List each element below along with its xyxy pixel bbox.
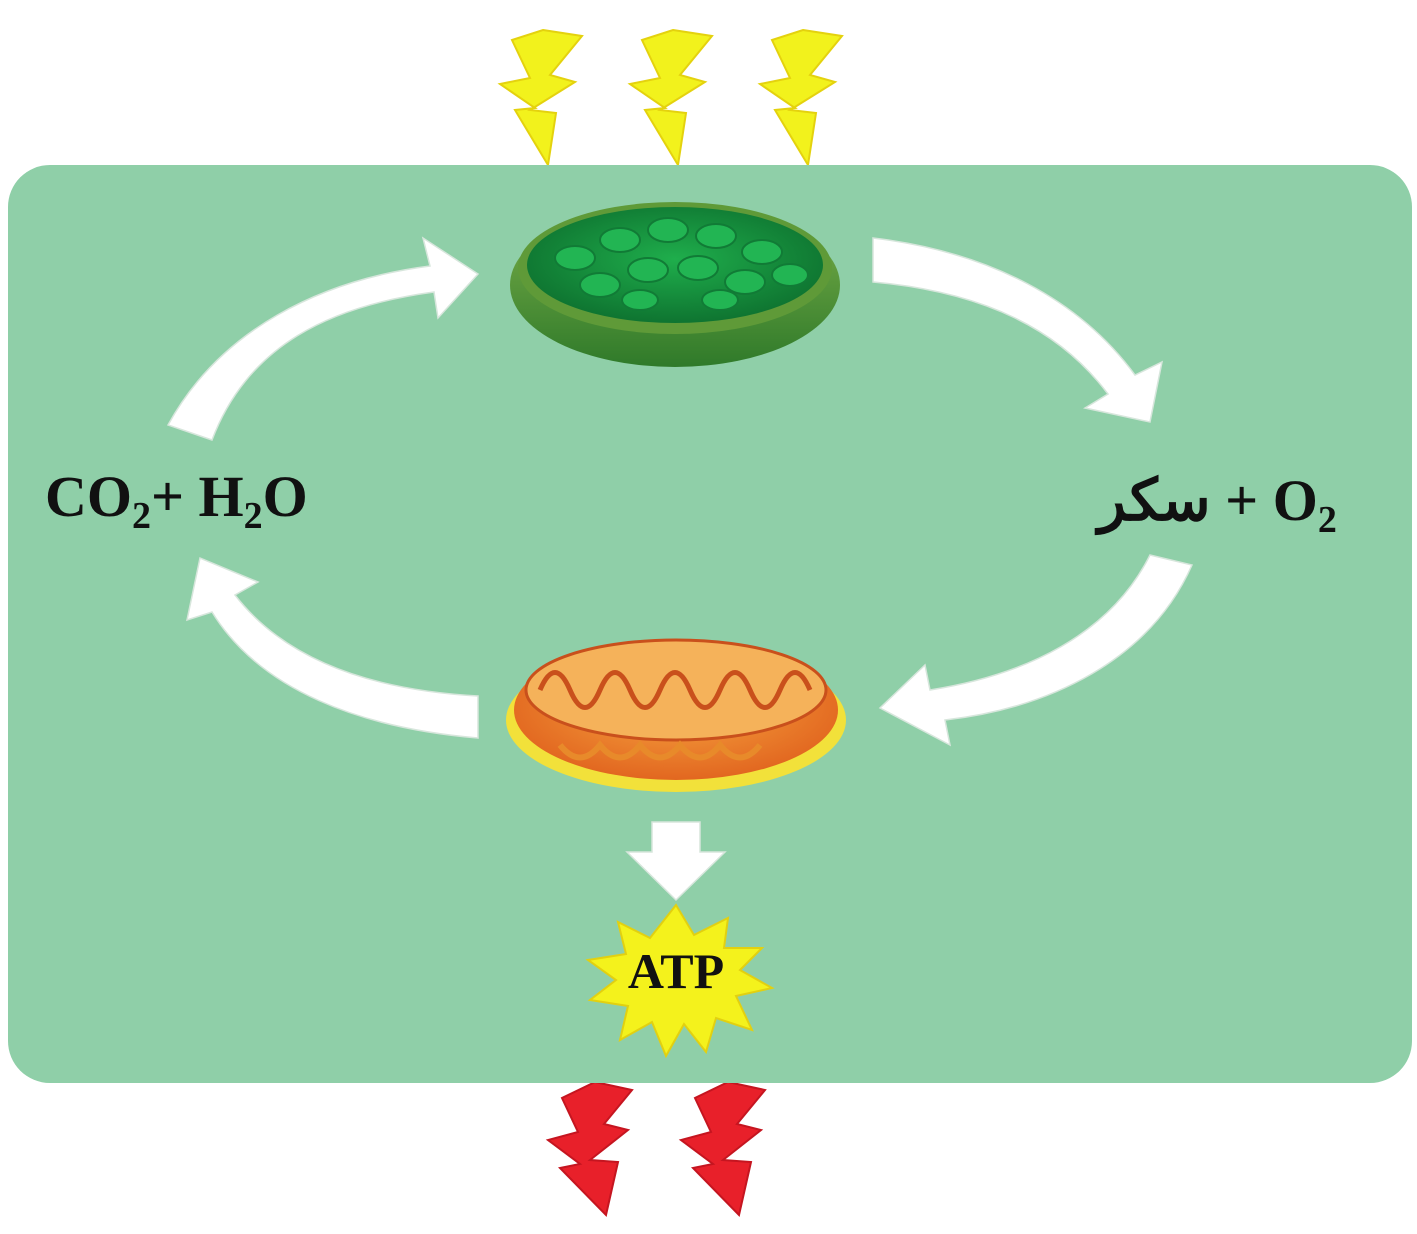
- heat-bolt-icon: [545, 1080, 634, 1218]
- light-bolts: [497, 28, 844, 168]
- cycle-arrows: [166, 236, 1194, 902]
- arrow-to-reactants: [186, 556, 479, 739]
- arrow-to-atp: [625, 821, 727, 902]
- heat-bolt-icon: [678, 1080, 767, 1218]
- cell-box: [8, 165, 1412, 1083]
- arrow-to-products: [872, 237, 1164, 423]
- light-bolt-icon: [627, 28, 714, 168]
- heat-bolts: [545, 1080, 767, 1218]
- light-bolt-icon: [757, 28, 844, 168]
- light-bolt-icon: [497, 28, 584, 168]
- mitochondrion-icon: [506, 638, 846, 792]
- atp-burst-icon: [585, 903, 775, 1059]
- arrow-to-mitochondrion: [878, 554, 1194, 747]
- chloroplast-icon: [510, 202, 840, 367]
- reactants-formula: CO2+ H2O: [45, 464, 308, 537]
- products-formula: سکر + O2: [1098, 468, 1337, 541]
- arrow-to-chloroplast: [166, 236, 480, 441]
- atp-label: ATP: [627, 943, 725, 999]
